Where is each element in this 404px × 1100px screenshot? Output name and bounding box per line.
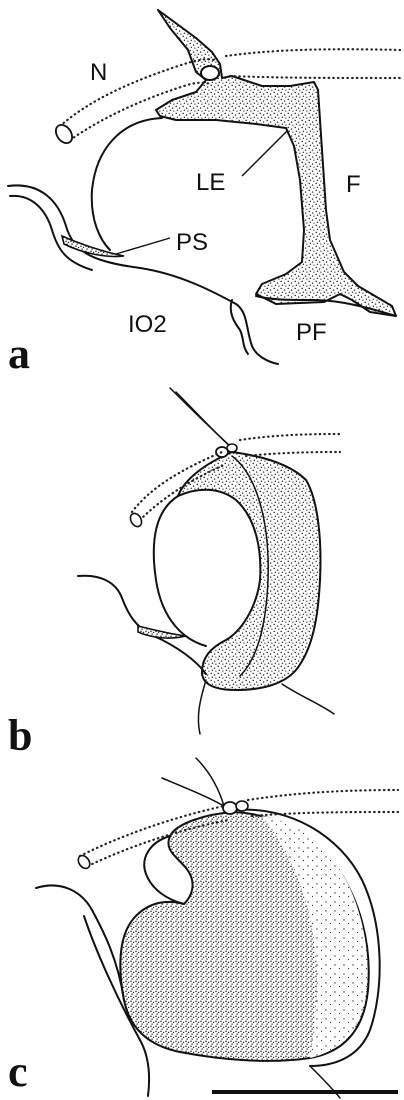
panel-c: c bbox=[8, 758, 398, 1098]
small-oval-c bbox=[223, 802, 237, 814]
root-b-1 bbox=[198, 680, 206, 734]
leader-le bbox=[242, 130, 288, 176]
label-le: LE bbox=[196, 169, 225, 196]
nerve-dotted-c-right-upper bbox=[248, 790, 398, 800]
panel-label-b: b bbox=[8, 711, 32, 760]
cavity-lower-b bbox=[78, 576, 206, 674]
root-b-2 bbox=[282, 684, 334, 714]
panel-label-a: a bbox=[8, 329, 30, 378]
small-oval-b2 bbox=[227, 444, 237, 452]
panel-label-c: c bbox=[8, 1047, 28, 1096]
region-le-f bbox=[156, 10, 396, 316]
label-pf: PF bbox=[296, 319, 327, 346]
panel-b: b bbox=[8, 388, 340, 760]
label-f: F bbox=[346, 171, 361, 198]
nerve-end-c bbox=[76, 853, 92, 870]
leader-ps bbox=[116, 238, 170, 254]
nerve-dotted-right-upper bbox=[226, 49, 400, 56]
sliver-b bbox=[138, 626, 186, 638]
label-io2: IO2 bbox=[128, 311, 167, 338]
label-n: N bbox=[90, 59, 107, 86]
fiber-top-b2 bbox=[176, 392, 236, 452]
nerve-dotted-right-lower bbox=[230, 76, 400, 78]
nerve-end-b bbox=[128, 511, 144, 528]
nerve-n-end bbox=[53, 122, 76, 146]
region-body-b bbox=[178, 452, 320, 690]
nerve-dotted-b-right-upper bbox=[240, 434, 340, 440]
panel-a: N LE F PS IO2 PF a bbox=[8, 10, 400, 378]
io2-inner-outline bbox=[10, 196, 92, 270]
cavity-outline-b bbox=[154, 496, 206, 646]
nerve-dotted-b-right-lower bbox=[246, 452, 340, 456]
small-oval-structure bbox=[201, 66, 219, 80]
label-ps: PS bbox=[176, 229, 208, 256]
io2-outline bbox=[92, 118, 162, 250]
small-oval-c2 bbox=[236, 801, 248, 811]
